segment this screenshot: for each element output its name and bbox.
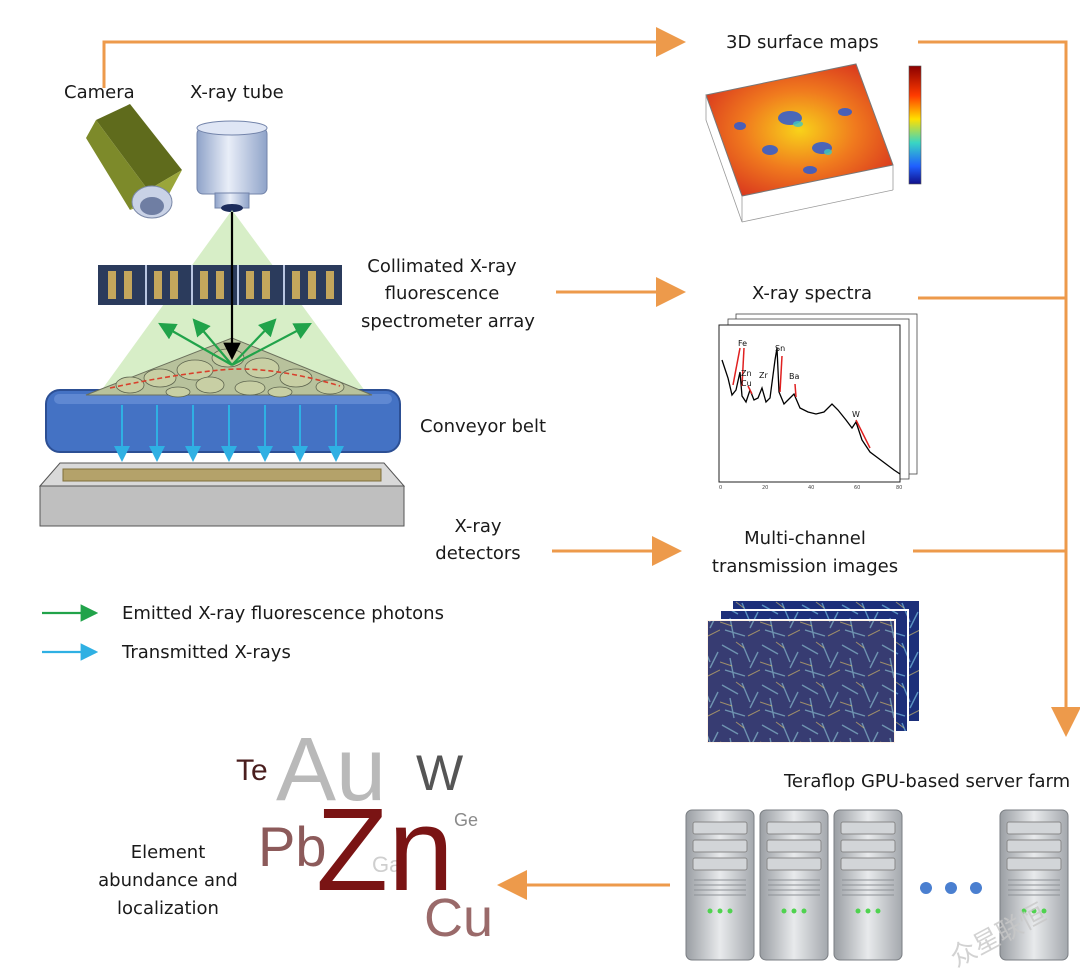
element-te: Te	[236, 754, 268, 787]
peak-cu: Cu	[741, 379, 752, 388]
server-icon	[999, 809, 1069, 961]
svg-text:0: 0	[719, 485, 722, 491]
svg-text:80: 80	[896, 485, 902, 491]
labels: Camera X-ray tube 3D surface maps Collim…	[64, 32, 1070, 919]
legend: Emitted X-ray fluorescence photons Trans…	[42, 603, 444, 663]
element-word-cloud: Te Au W Pb Ga Zn Ge Cu	[236, 720, 493, 948]
transmitted-arrows	[114, 405, 344, 462]
legend-emitted-label: Emitted X-ray fluorescence photons	[122, 603, 444, 624]
element-w: W	[416, 745, 464, 801]
detectors-label-2: detectors	[435, 543, 520, 564]
detector-platform	[38, 462, 406, 527]
abundance-label-3: localization	[117, 898, 219, 919]
svg-text:40: 40	[808, 485, 814, 491]
server-icon	[685, 809, 755, 961]
spectrometer-label-2: fluorescence	[385, 283, 500, 304]
flow-arrows	[102, 27, 1080, 900]
peak-ba: Ba	[789, 372, 799, 381]
spectrometer-array	[98, 265, 342, 305]
element-ge: Ge	[454, 810, 478, 830]
element-zn: Zn	[316, 784, 454, 916]
surface-maps-label: 3D surface maps	[726, 32, 879, 53]
camera-icon	[86, 104, 182, 219]
abundance-label-1: Element	[131, 842, 206, 863]
peak-w: W	[852, 410, 860, 419]
conveyor-belt	[45, 389, 401, 453]
peak-fe: Fe	[738, 339, 747, 348]
svg-text:20: 20	[762, 485, 768, 491]
xray-tube-icon	[196, 120, 268, 212]
spectrometer-label-3: spectrometer array	[361, 311, 535, 332]
multichannel-label-1: Multi-channel	[744, 528, 866, 549]
peak-sn: Sn	[775, 344, 785, 353]
camera-to-surface-arrow	[102, 27, 686, 88]
spectrometer-label-1: Collimated X-ray	[367, 256, 517, 277]
collector-arrow	[918, 40, 1080, 737]
element-pb: Pb	[258, 815, 327, 878]
legend-transmitted-label: Transmitted X-rays	[121, 642, 291, 663]
element-cu: Cu	[424, 888, 493, 948]
ellipsis-dots	[920, 882, 982, 894]
svg-text:60: 60	[854, 485, 860, 491]
element-au: Au	[276, 720, 386, 820]
xray-tube-label: X-ray tube	[190, 82, 284, 103]
peak-zr: Zr	[759, 371, 768, 380]
ore-heap	[85, 337, 373, 398]
transmission-images	[706, 599, 921, 744]
xray-spectra-image: 0 20 40 60 80	[718, 313, 918, 491]
xray-spectra-label: X-ray spectra	[752, 283, 872, 304]
detectors-label-1: X-ray	[454, 516, 501, 537]
conveyor-belt-label: Conveyor belt	[420, 416, 546, 437]
camera-label: Camera	[64, 82, 135, 103]
surface-map-image	[705, 63, 922, 223]
server-farm	[685, 809, 1069, 961]
fluorescence-arrows	[158, 318, 312, 366]
server-farm-label: Teraflop GPU-based server farm	[783, 771, 1070, 792]
multichannel-label-2: transmission images	[712, 556, 898, 577]
spectrum-peak-labels: Fe Zn Cu Zr Sn Ba W	[738, 339, 860, 419]
server-icon	[833, 809, 903, 961]
abundance-label-2: abundance and	[98, 870, 238, 891]
server-icon	[759, 809, 829, 961]
element-ga: Ga	[372, 852, 402, 877]
peak-zn: Zn	[741, 369, 752, 378]
